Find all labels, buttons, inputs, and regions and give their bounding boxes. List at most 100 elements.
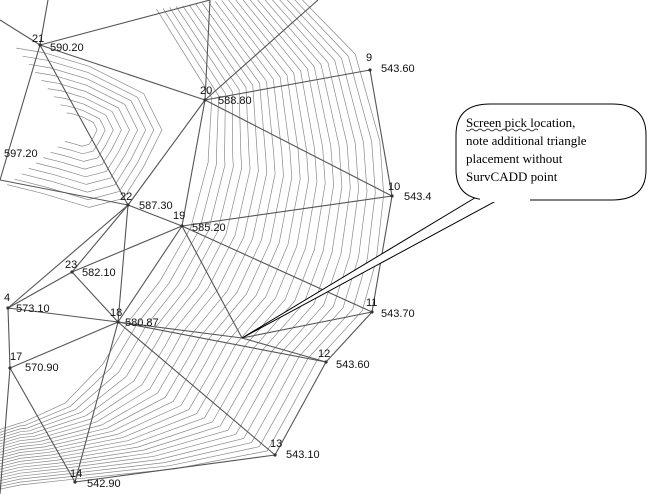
point-marker xyxy=(180,224,184,228)
point-id-19: 19 xyxy=(173,210,185,222)
point-elev-9: 543.60 xyxy=(381,63,415,75)
tin-edge xyxy=(39,44,129,206)
point-elev-18: 580.87 xyxy=(125,317,159,329)
tin-edge xyxy=(127,204,183,227)
tin-edge xyxy=(7,307,11,369)
contour-line xyxy=(50,96,114,162)
tin-edge xyxy=(0,179,129,206)
point-elev-22: 587.30 xyxy=(139,200,173,212)
tin-edge xyxy=(7,204,129,309)
point-id-23: 23 xyxy=(65,259,77,271)
callout-line-3: placement without xyxy=(466,151,563,166)
point-id-14: 14 xyxy=(70,468,82,480)
tin-edge xyxy=(39,0,49,46)
point-elev-20: 588.80 xyxy=(218,95,252,107)
point-elev-left: 597.20 xyxy=(4,148,38,160)
contour-line xyxy=(0,0,385,490)
contour-line xyxy=(21,63,147,193)
tin-edge xyxy=(274,361,327,456)
tin-edge xyxy=(9,321,119,369)
tin-edge xyxy=(181,99,206,227)
contour-line xyxy=(0,0,309,464)
tin-edge xyxy=(0,19,41,46)
tin-edge xyxy=(117,321,243,339)
point-marker xyxy=(368,68,372,72)
tin-edge xyxy=(74,454,276,483)
point-elev-11: 543.70 xyxy=(381,308,415,320)
contour-line xyxy=(28,72,138,185)
point-marker xyxy=(38,43,42,47)
callout-shape xyxy=(455,103,647,201)
point-marker xyxy=(116,320,120,324)
contour-line xyxy=(43,88,122,170)
tin-edge xyxy=(71,204,129,273)
contour-line xyxy=(0,2,268,450)
point-elev-12: 543.60 xyxy=(336,359,370,371)
tin-edge xyxy=(204,0,211,101)
tin-edge xyxy=(369,69,393,197)
point-id-9: 9 xyxy=(366,52,372,64)
contour-line xyxy=(35,80,130,178)
point-id-20: 20 xyxy=(200,85,212,97)
point-elev-23: 582.10 xyxy=(82,267,116,279)
contour-line xyxy=(0,0,326,470)
point-elev-top-cut xyxy=(330,0,332,7)
tin-edge xyxy=(181,225,373,313)
tin-edge xyxy=(74,321,119,483)
tin-edge xyxy=(71,225,183,273)
point-marker xyxy=(70,270,74,274)
point-labels: 21 590.20 9 543.60 20 588.80 597.20 10 5… xyxy=(4,0,432,490)
tin-edge xyxy=(204,0,319,101)
contour-line xyxy=(0,0,359,482)
callout-underline xyxy=(465,128,539,132)
point-id-11: 11 xyxy=(366,297,377,309)
point-marker xyxy=(73,480,77,484)
tin-edge xyxy=(325,311,373,363)
point-id-12: 12 xyxy=(318,348,330,360)
point-id-17: 17 xyxy=(10,351,22,363)
point-elev-17: 570.90 xyxy=(25,362,59,374)
tin-edge xyxy=(127,99,206,206)
contour-line xyxy=(0,0,318,467)
point-id-18: 18 xyxy=(110,307,122,319)
tin-edge xyxy=(241,311,373,339)
point-marker xyxy=(390,194,394,198)
point-marker xyxy=(8,366,12,370)
callout-leader xyxy=(241,187,521,339)
point-id-21: 21 xyxy=(32,33,44,45)
tin-edge xyxy=(181,195,393,227)
tin-edge xyxy=(241,337,327,363)
point-elev-19: 585.20 xyxy=(192,222,226,234)
point-marker xyxy=(203,98,207,102)
tin-edges xyxy=(0,0,393,494)
point-elev-21: 590.20 xyxy=(50,42,84,54)
contour-line xyxy=(64,112,98,147)
callout-line-2: note additional triangle xyxy=(466,133,587,148)
point-marker xyxy=(324,360,328,364)
tin-edge xyxy=(117,225,183,323)
contour-line xyxy=(0,0,343,476)
tin-edge xyxy=(117,321,276,456)
tin-edge xyxy=(39,0,211,46)
callout-line-1: Screen pick location, xyxy=(466,115,575,130)
tin-edge xyxy=(204,99,393,197)
contour-line xyxy=(57,104,106,155)
point-elev-4: 573.10 xyxy=(16,303,50,315)
tin-edge xyxy=(0,44,41,181)
contour-line xyxy=(7,47,163,208)
tin-edge xyxy=(39,44,206,101)
point-elev-14: 542.90 xyxy=(87,478,121,490)
point-id-13: 13 xyxy=(270,438,282,450)
tin-edge xyxy=(0,367,11,494)
callout-bubble: Screen pick location, note additional tr… xyxy=(455,103,647,202)
contour-lines xyxy=(0,0,385,490)
point-id-10: 10 xyxy=(388,181,400,193)
tin-edge xyxy=(71,271,119,323)
contour-line xyxy=(0,0,301,462)
tin-edge xyxy=(9,367,76,483)
point-id-22: 22 xyxy=(120,191,132,203)
point-marker xyxy=(273,453,277,457)
point-marker xyxy=(6,306,10,310)
point-marker xyxy=(126,203,130,207)
